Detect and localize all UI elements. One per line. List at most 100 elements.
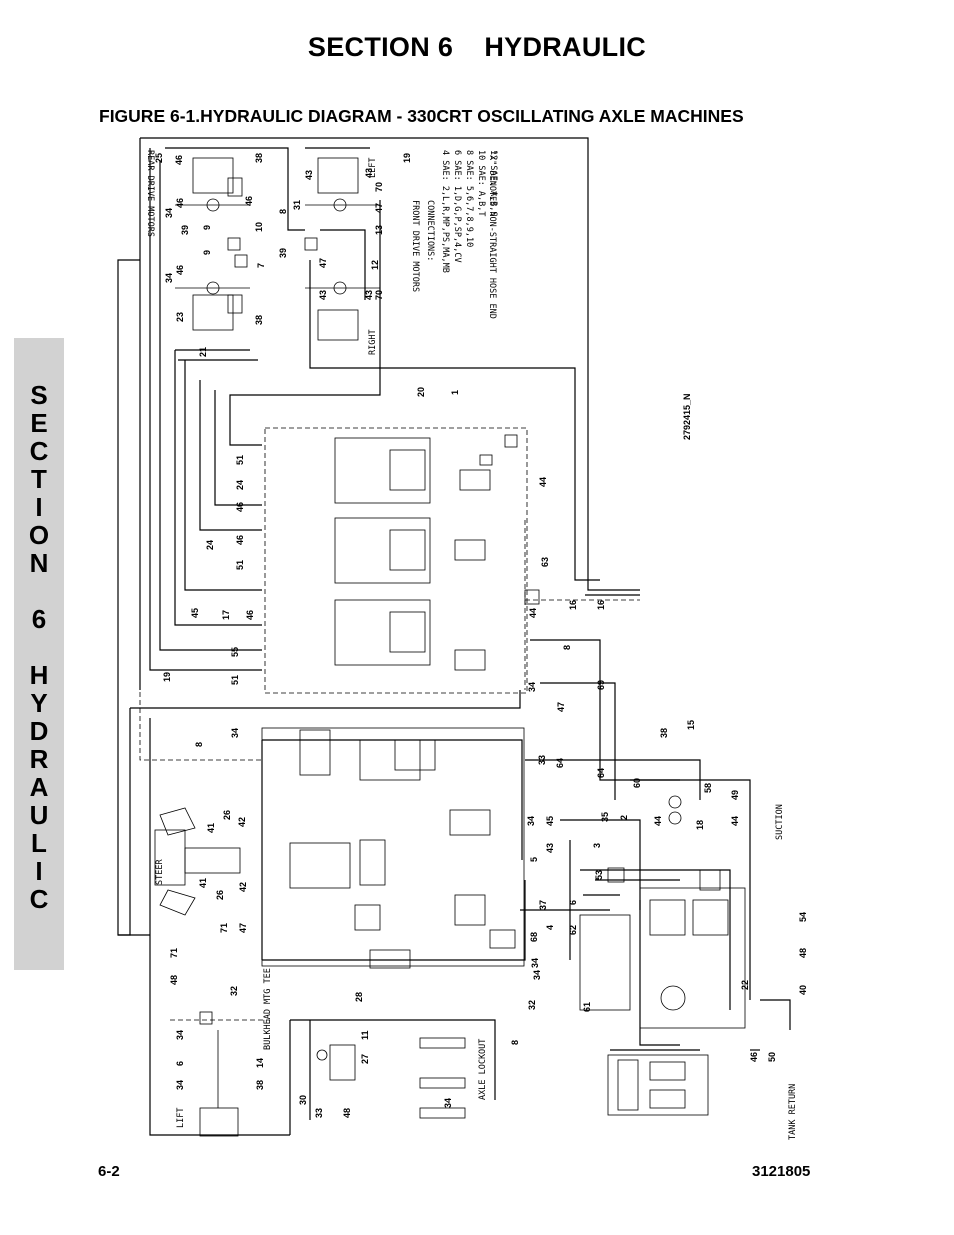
main-valve-block (264, 427, 540, 694)
callout-number: 46 (244, 196, 254, 206)
callout-number: 17 (221, 610, 231, 620)
callout-number: 32 (527, 1000, 537, 1010)
callout-number: 7 (256, 263, 266, 268)
callout-number: 47 (556, 702, 566, 712)
callout-number: 44 (538, 477, 548, 487)
callout-number: 34 (532, 970, 542, 980)
callout-number: 12 (370, 260, 380, 270)
callout-number: 43 (318, 290, 328, 300)
callout-number: 11 (360, 1030, 370, 1040)
piping-lines (117, 137, 791, 1136)
drive-motors (175, 157, 380, 341)
side-tab-letter: O (28, 520, 50, 550)
callout-number: 25 (154, 153, 164, 163)
callout-number: 41 (198, 878, 208, 888)
callout-number: 16 (596, 600, 606, 610)
non-straight-note: "X" DENOTES NON-STRAIGHT HOSE END (487, 150, 497, 319)
callout-number: 4 (545, 925, 555, 930)
callout-number: 51 (235, 560, 245, 570)
callout-number: 50 (767, 1052, 777, 1062)
suction-label: SUCTION (775, 804, 785, 840)
connections-line: 6 SAE: 1,D,G,P,SP,4,CV (452, 150, 462, 263)
callout-number: 19 (162, 672, 172, 682)
side-tab-letter: N (29, 548, 49, 578)
callout-number: 3 (592, 843, 602, 848)
callout-number: 6 (568, 900, 578, 905)
side-tab-letter: U (29, 800, 49, 830)
callout-number: 44 (528, 608, 538, 618)
cylinders (154, 807, 466, 1137)
callout-number: 47 (238, 923, 248, 933)
callout-number: 47 (318, 258, 328, 268)
callout-number: 9 (202, 250, 212, 255)
figure-title: FIGURE 6-1.HYDRAULIC DIAGRAM - 330CRT OS… (99, 106, 744, 126)
callout-number: 38 (254, 315, 264, 325)
side-tab-letter: D (29, 716, 49, 746)
callout-number: 42 (238, 882, 248, 892)
callout-number: 34 (527, 682, 537, 692)
callout-number: 21 (198, 347, 208, 357)
callout-number: 42 (237, 817, 247, 827)
callout-number: 55 (230, 647, 240, 657)
callout-number: 24 (235, 480, 245, 490)
callout-number: 62 (568, 925, 578, 935)
callout-number: 61 (582, 1002, 592, 1012)
callout-number: 40 (798, 985, 808, 995)
callout-number: 44 (653, 816, 663, 826)
callout-number: 34 (164, 273, 174, 283)
side-tab-letter: C (29, 884, 49, 914)
callout-number: 37 (538, 900, 548, 910)
callout-number: 14 (255, 1058, 265, 1068)
callout-number: 49 (730, 790, 740, 800)
connections-line: 4 SAE: 2,L,R,MP,PS,MA,MB (440, 150, 450, 273)
side-tab-letter: R (29, 744, 49, 774)
callout-number: 33 (537, 755, 547, 765)
callout-number: 48 (169, 975, 179, 985)
rear-drive-motors-label: REAR DRIVE MOTORS (145, 150, 155, 237)
callout-number: 5 (529, 857, 539, 862)
side-tab-letter: C (29, 436, 49, 466)
callout-number: 27 (360, 1054, 370, 1064)
callout-number: 43 (545, 843, 555, 853)
callout-number: 34 (164, 208, 174, 218)
front-drive-motors-label: FRONT DRIVE MOTORS (410, 200, 420, 292)
callout-number: 46 (245, 610, 255, 620)
side-tab-letter: 6 (31, 604, 47, 634)
left-label: LEFT (368, 158, 378, 178)
callout-number: 34 (175, 1080, 185, 1090)
side-tab-letter: H (29, 660, 49, 690)
callout-number: 63 (540, 557, 550, 567)
page-number: 6-2 (98, 1163, 120, 1180)
callout-number: 23 (175, 312, 185, 322)
callout-number: 16 (568, 600, 578, 610)
connections-line: 10 SAE: A,B,T (476, 150, 486, 217)
side-tab-letter: L (31, 828, 47, 858)
callout-number: 8 (194, 742, 204, 747)
callout-number: 68 (529, 932, 539, 942)
callout-number: 51 (230, 675, 240, 685)
callout-number: 39 (180, 225, 190, 235)
callout-number: 71 (219, 923, 229, 933)
side-tab-letter: Y (30, 688, 48, 718)
callout-number: 45 (190, 608, 200, 618)
callout-number: 70 (374, 290, 384, 300)
callout-number: 58 (703, 783, 713, 793)
callout-number: 8 (510, 1040, 520, 1045)
right-label: RIGHT (368, 329, 378, 355)
callout-number: 34 (443, 1098, 453, 1108)
callout-number: 43 (304, 170, 314, 180)
callout-number: 32 (229, 986, 239, 996)
axle-lockout-label: AXLE LOCKOUT (478, 1039, 488, 1100)
callout-number: 46 (235, 535, 245, 545)
side-tab-letter: S (30, 380, 48, 410)
callout-number: 46 (174, 155, 184, 165)
callout-number: 24 (205, 540, 215, 550)
callout-number: 51 (235, 455, 245, 465)
callout-number: 64 (555, 758, 565, 768)
callout-number: 46 (235, 502, 245, 512)
callout-number: 13 (374, 225, 384, 235)
callout-number: 38 (659, 728, 669, 738)
callout-number: 44 (730, 816, 740, 826)
